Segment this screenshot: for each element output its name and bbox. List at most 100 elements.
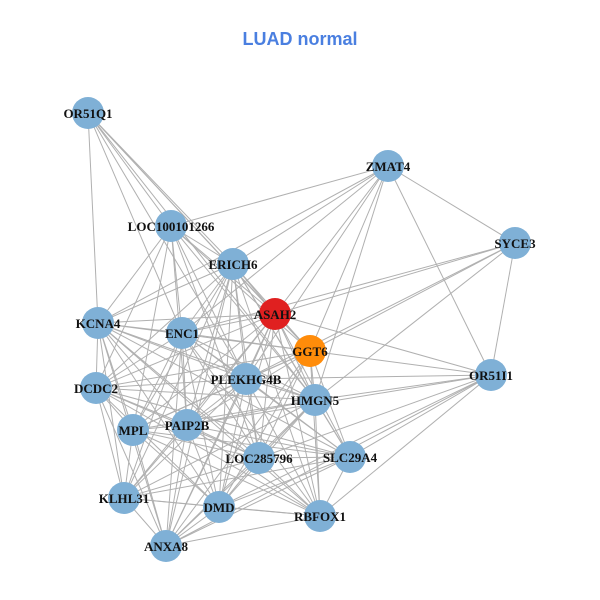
- edge-zmat4-or51i1: [387, 165, 492, 376]
- edge-paip2b-klhl31: [123, 424, 188, 499]
- node-zmat4: [372, 150, 404, 182]
- edge-slc29a4-dmd: [218, 456, 351, 508]
- node-slc29a4: [334, 441, 366, 473]
- edge-hmgn5-mpl: [132, 399, 316, 431]
- node-asah2: [259, 298, 291, 330]
- edge-kcna4-paip2b: [97, 322, 188, 426]
- edge-mpl-anxa8: [132, 429, 167, 547]
- edge-syce3-or51i1: [490, 242, 516, 376]
- node-erich6: [217, 248, 249, 280]
- node-label-slc29a4: SLC29A4: [323, 450, 378, 465]
- edge-zmat4-syce3: [387, 165, 516, 244]
- edge-or51q1-erich6: [87, 112, 234, 265]
- node-label-rbfox1: RBFOX1: [294, 509, 346, 524]
- node-mpl: [117, 414, 149, 446]
- node-label-anxa8: ANXA8: [144, 539, 189, 554]
- node-or51q1: [72, 97, 104, 129]
- edge-ggt6-dcdc2: [95, 350, 311, 389]
- edge-erich6-anxa8: [165, 263, 234, 547]
- edge-syce3-enc1: [181, 242, 516, 334]
- edge-kcna4-loc285796: [97, 322, 260, 459]
- edge-mpl-slc29a4: [132, 429, 351, 458]
- edge-or51i1-dmd: [218, 374, 492, 508]
- node-label-or51q1: OR51Q1: [63, 106, 112, 121]
- node-anxa8: [150, 530, 182, 562]
- edge-asah2-or51i1: [274, 313, 492, 376]
- node-label-paip2b: PAIP2B: [165, 418, 210, 433]
- edge-zmat4-loc100101266: [170, 165, 389, 227]
- node-enc1: [166, 317, 198, 349]
- node-rbfox1: [304, 500, 336, 532]
- edge-enc1-rbfox1: [181, 332, 321, 517]
- edge-dmd-rbfox1: [218, 506, 321, 517]
- edge-loc100101266-mpl: [132, 225, 172, 431]
- node-loc285796: [243, 442, 275, 474]
- node-label-loc285796: LOC285796: [225, 451, 293, 466]
- node-klhl31: [108, 482, 140, 514]
- edge-layer: [87, 112, 516, 547]
- edge-or51i1-hmgn5: [314, 374, 492, 401]
- edge-dcdc2-rbfox1: [95, 387, 321, 517]
- edge-plekhg4b-dmd: [218, 378, 247, 508]
- edge-syce3-asah2: [274, 242, 516, 315]
- node-label-enc1: ENC1: [165, 326, 199, 341]
- edge-loc100101266-hmgn5: [170, 225, 316, 401]
- edge-kcna4-rbfox1: [97, 322, 321, 517]
- edge-loc100101266-ggt6: [170, 225, 311, 352]
- edge-mpl-rbfox1: [132, 429, 321, 517]
- edge-zmat4-plekhg4b: [245, 165, 389, 380]
- edge-dcdc2-plekhg4b: [95, 378, 247, 389]
- node-label-hmgn5: HMGN5: [291, 393, 340, 408]
- edge-zmat4-ggt6: [309, 165, 389, 352]
- node-label-erich6: ERICH6: [208, 257, 258, 272]
- node-paip2b: [171, 409, 203, 441]
- edge-erich6-dcdc2: [95, 263, 234, 389]
- edge-kcna4-slc29a4: [97, 322, 351, 458]
- edge-plekhg4b-rbfox1: [245, 378, 321, 517]
- edge-zmat4-asah2: [274, 165, 389, 315]
- edge-asah2-dmd: [218, 313, 276, 508]
- edge-erich6-kcna4: [97, 263, 234, 324]
- edge-or51q1-loc100101266: [87, 112, 172, 227]
- diagram-title: LUAD normal: [242, 29, 358, 49]
- edge-or51q1-hmgn5: [87, 112, 316, 401]
- edge-enc1-ggt6: [181, 332, 311, 352]
- edge-zmat4-hmgn5: [314, 165, 389, 401]
- edge-or51i1-plekhg4b: [245, 374, 492, 380]
- edge-or51i1-loc285796: [258, 374, 492, 459]
- node-layer: OR51Q1ZMAT4LOC100101266SYCE3ERICH6ASAH2K…: [63, 97, 536, 562]
- node-label-syce3: SYCE3: [494, 236, 536, 251]
- node-dcdc2: [80, 372, 112, 404]
- edge-slc29a4-klhl31: [123, 456, 351, 499]
- edge-or51i1-rbfox1: [319, 374, 492, 517]
- node-label-dmd: DMD: [203, 500, 234, 515]
- edge-paip2b-slc29a4: [186, 424, 351, 458]
- node-label-kcna4: KCNA4: [76, 316, 121, 331]
- edge-zmat4-erich6: [232, 165, 389, 265]
- edge-or51i1-slc29a4: [349, 374, 492, 458]
- node-label-loc100101266: LOC100101266: [128, 219, 215, 234]
- edge-hmgn5-rbfox1: [314, 399, 321, 517]
- node-loc100101266: [155, 210, 187, 242]
- edge-syce3-hmgn5: [314, 242, 516, 401]
- node-label-plekhg4b: PLEKHG4B: [211, 372, 282, 387]
- edge-zmat4-kcna4: [97, 165, 389, 324]
- edge-asah2-mpl: [132, 313, 276, 431]
- node-hmgn5: [299, 384, 331, 416]
- edge-zmat4-enc1: [181, 165, 389, 334]
- edge-kcna4-plekhg4b: [97, 322, 247, 380]
- edge-loc285796-klhl31: [123, 457, 260, 499]
- node-label-klhl31: KLHL31: [99, 491, 150, 506]
- node-ggt6: [294, 335, 326, 367]
- edge-asah2-klhl31: [123, 313, 276, 499]
- node-label-zmat4: ZMAT4: [366, 159, 411, 174]
- edge-rbfox1-anxa8: [165, 515, 321, 547]
- edge-enc1-klhl31: [123, 332, 183, 499]
- node-label-dcdc2: DCDC2: [74, 381, 118, 396]
- edge-dcdc2-anxa8: [95, 387, 167, 547]
- edge-dcdc2-klhl31: [95, 387, 125, 499]
- edge-slc29a4-anxa8: [165, 456, 351, 547]
- edge-ggt6-or51i1: [309, 350, 492, 376]
- node-label-ggt6: GGT6: [292, 344, 328, 359]
